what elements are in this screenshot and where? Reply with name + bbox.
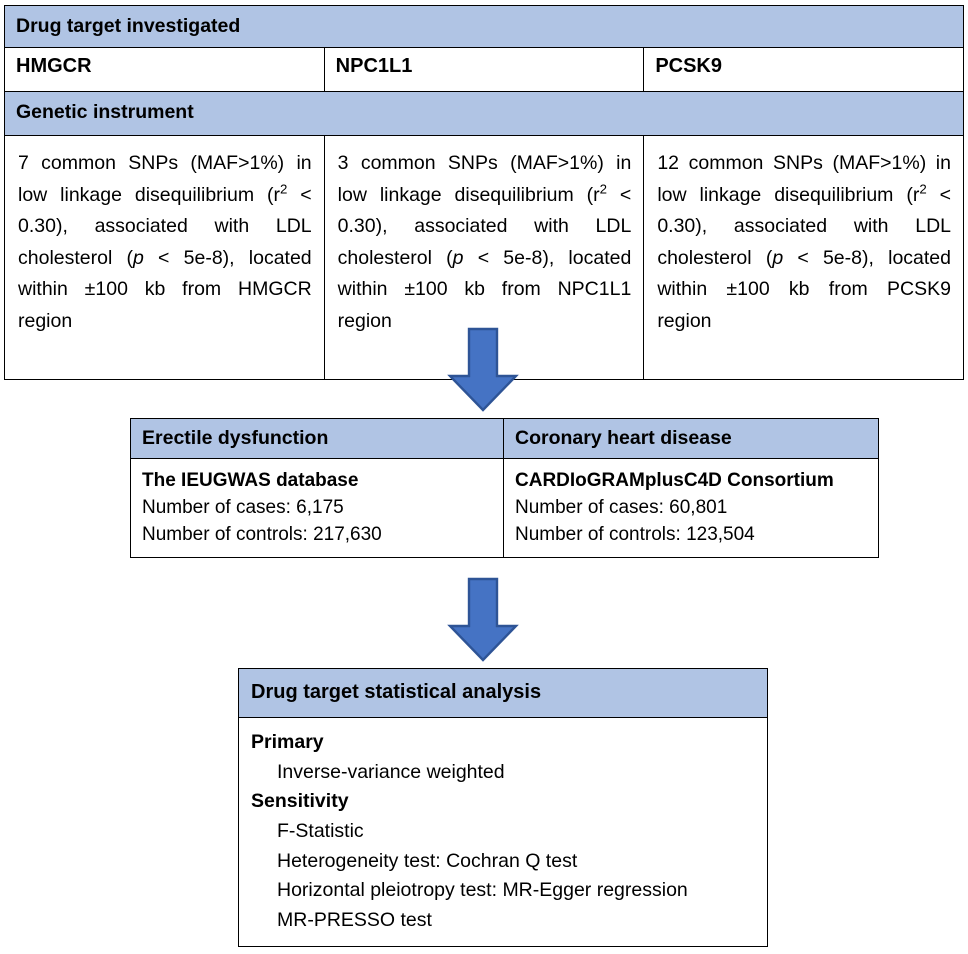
analysis-item-heterogeneity-test: Heterogeneity test: Cochran Q test	[277, 849, 578, 872]
arrow-instruments-to-outcomes	[447, 327, 519, 412]
gene-cell-npc1l1: NPC1L1	[323, 47, 645, 92]
instrument-cell-hmgcr: 7 common SNPs (MAF>1%) in low linkage di…	[4, 134, 325, 381]
gene-name-row: HMGCR NPC1L1 PCSK9	[4, 47, 964, 92]
instrument-sup-npc1l1: 2	[599, 181, 608, 197]
outcome-source-row: The IEUGWAS database Number of cases: 6,…	[130, 458, 879, 558]
outcomes-table: Erectile dysfunction Coronary heart dise…	[130, 418, 879, 558]
analysis-body-row: Primary Inverse-variance weighted Sensit…	[238, 717, 768, 947]
analysis-header-cell: Drug target statistical analysis	[238, 668, 768, 718]
outcome-header-row: Erectile dysfunction Coronary heart dise…	[130, 418, 879, 459]
instrument-pvalue-var-npc1l1: p	[452, 246, 464, 269]
analysis-group-label-primary: Primary	[251, 731, 324, 753]
analysis-title-text: Drug target statistical analysis	[251, 681, 542, 703]
instrument-text-npc1l1: 3 common SNPs (MAF>1%) in low linkage di…	[325, 136, 644, 379]
analysis-item-horizontal-pleiotropy-test: Horizontal pleiotropy test: MR-Egger reg…	[277, 879, 688, 902]
arrow-outcomes-to-analysis	[447, 577, 519, 662]
instrument-mid-npc1l1: < 0.30), associated with LDL cholesterol…	[337, 183, 632, 269]
instrument-tail-hmgcr: < 5e-8), located within ±100 kb from HMG…	[18, 246, 312, 332]
source-cell-erectile-dysfunction: The IEUGWAS database Number of cases: 6,…	[130, 458, 504, 558]
analysis-method-list: Primary Inverse-variance weighted Sensit…	[239, 718, 767, 945]
analysis-group-label-sensitivity: Sensitivity	[251, 790, 349, 813]
source-cases-ieugwas: Number of cases: 6,175	[142, 496, 344, 518]
source-name-ieugwas: The IEUGWAS database	[142, 470, 359, 491]
instrument-sup-pcsk9: 2	[919, 181, 927, 197]
outcome-header-erectile-dysfunction: Erectile dysfunction	[130, 418, 504, 459]
analysis-item-mr-presso-test: MR-PRESSO test	[277, 908, 432, 931]
gene-label-npc1l1: NPC1L1	[335, 55, 413, 77]
down-arrow-icon	[447, 327, 519, 412]
analysis-body-cell: Primary Inverse-variance weighted Sensit…	[238, 717, 768, 947]
source-block-coronary-heart-disease: CARDIoGRAMplusC4D Consortium Number of c…	[504, 459, 878, 557]
genetic-instrument-header-row: Genetic instrument	[4, 91, 964, 136]
drug-target-title-cell: Drug target investigated	[4, 5, 964, 48]
instrument-mid-pcsk9: < 0.30), associated with LDL cholesterol…	[657, 183, 952, 269]
instrument-sup-hmgcr: 2	[279, 181, 288, 197]
gene-label-pcsk9: PCSK9	[655, 55, 723, 77]
gene-label-hmgcr: HMGCR	[16, 55, 92, 77]
source-block-erectile-dysfunction: The IEUGWAS database Number of cases: 6,…	[131, 459, 503, 557]
outcome-label-coronary-heart-disease: Coronary heart disease	[515, 427, 732, 449]
analysis-header-row: Drug target statistical analysis	[238, 668, 768, 718]
source-controls-ieugwas: Number of controls: 217,630	[142, 523, 382, 545]
source-name-cardiogramplusc4d: CARDIoGRAMplusC4D Consortium	[515, 470, 834, 491]
instrument-tail-pcsk9: < 5e-8), located within ±100 kb from PCS…	[657, 246, 951, 332]
genetic-instrument-label: Genetic instrument	[16, 101, 194, 123]
instrument-lead-pcsk9: 12 common SNPs (MAF>1%) in low linkage d…	[657, 152, 951, 206]
instrument-pvalue-var-pcsk9: p	[772, 246, 784, 269]
source-cell-coronary-heart-disease: CARDIoGRAMplusC4D Consortium Number of c…	[503, 458, 879, 558]
source-controls-cardiogramplusc4d: Number of controls: 123,504	[515, 523, 755, 545]
outcome-header-coronary-heart-disease: Coronary heart disease	[503, 418, 879, 459]
instrument-tail-npc1l1: < 5e-8), located within ±100 kb from NPC…	[337, 246, 632, 332]
instrument-text-hmgcr: 7 common SNPs (MAF>1%) in low linkage di…	[5, 136, 324, 379]
genetic-instrument-header-cell: Genetic instrument	[4, 91, 964, 136]
drug-target-title-row: Drug target investigated	[4, 5, 964, 48]
down-arrow-icon	[447, 577, 519, 662]
gene-cell-hmgcr: HMGCR	[4, 47, 325, 92]
drug-target-table: Drug target investigated HMGCR NPC1L1 PC…	[4, 5, 964, 381]
analysis-item-inverse-variance-weighted: Inverse-variance weighted	[277, 760, 505, 783]
instrument-cell-pcsk9: 12 common SNPs (MAF>1%) in low linkage d…	[643, 134, 964, 381]
outcome-label-erectile-dysfunction: Erectile dysfunction	[142, 427, 329, 449]
instrument-pvalue-var-hmgcr: p	[133, 246, 144, 269]
analysis-table: Drug target statistical analysis Primary…	[238, 668, 768, 947]
drug-target-title-text: Drug target investigated	[16, 15, 241, 37]
instrument-lead-hmgcr: 7 common SNPs (MAF>1%) in low linkage di…	[18, 152, 312, 206]
analysis-item-f-statistic: F-Statistic	[277, 819, 364, 842]
instrument-lead-npc1l1: 3 common SNPs (MAF>1%) in low linkage di…	[337, 152, 632, 206]
instrument-mid-hmgcr: < 0.30), associated with LDL cholesterol…	[18, 183, 312, 269]
source-cases-cardiogramplusc4d: Number of cases: 60,801	[515, 496, 728, 518]
instrument-text-pcsk9: 12 common SNPs (MAF>1%) in low linkage d…	[644, 136, 963, 379]
gene-cell-pcsk9: PCSK9	[643, 47, 964, 92]
